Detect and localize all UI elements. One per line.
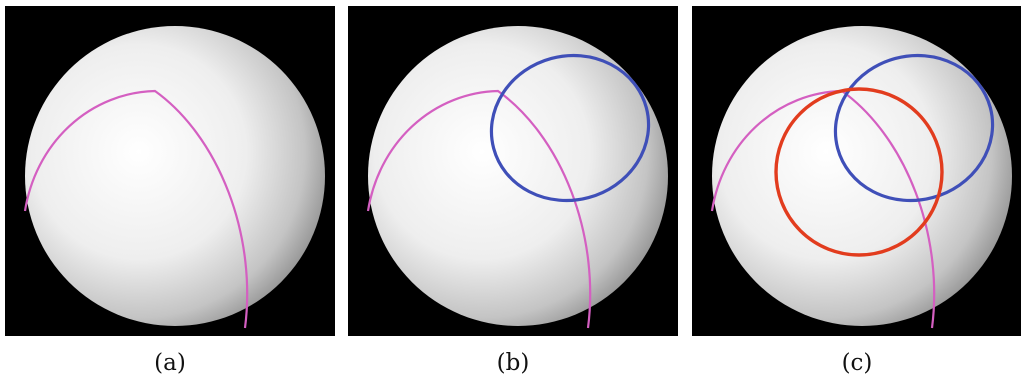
sphere-render-c bbox=[710, 26, 1012, 329]
sphere bbox=[25, 26, 325, 326]
red-circle bbox=[774, 87, 944, 257]
blue-circle bbox=[833, 53, 995, 203]
caption-c: (c) bbox=[841, 350, 873, 376]
sphere-render-a bbox=[23, 26, 325, 329]
sphere-render-b bbox=[366, 26, 668, 329]
caption-b: (b) bbox=[496, 350, 530, 376]
pink-circle bbox=[366, 89, 592, 329]
pink-circle bbox=[23, 89, 249, 329]
pink-circle bbox=[710, 89, 936, 329]
blue-circle bbox=[489, 53, 651, 203]
panel-c bbox=[692, 6, 1021, 336]
caption-a: (a) bbox=[154, 350, 186, 376]
panel-b bbox=[348, 6, 678, 336]
sphere bbox=[368, 26, 668, 326]
sphere bbox=[712, 26, 1012, 326]
panel-a bbox=[5, 6, 335, 336]
